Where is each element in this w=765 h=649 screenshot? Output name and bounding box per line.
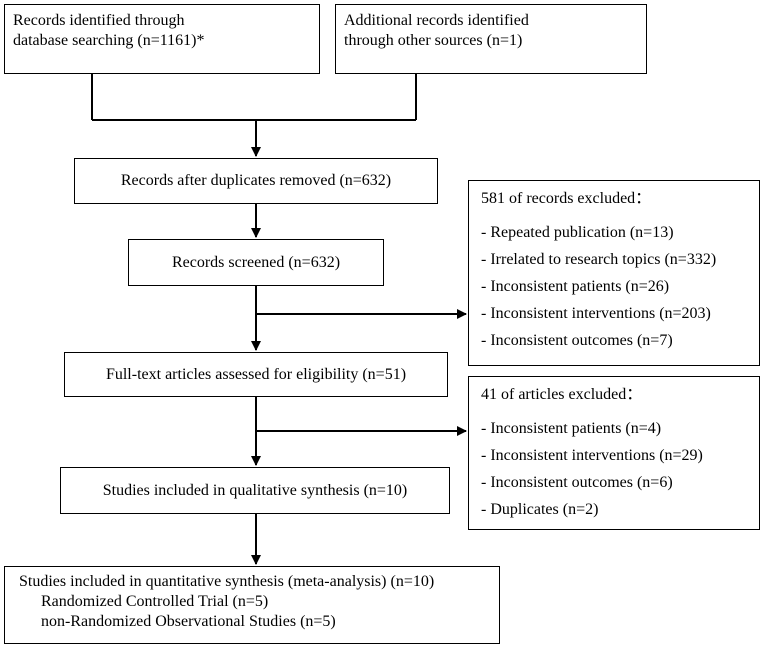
box-other-line-2: through other sources (n=1) (344, 32, 523, 49)
box-records-excluded: 581 of records excluded： - Repeated publ… (468, 180, 760, 366)
records-excluded-heading: 581 of records excluded： (481, 190, 652, 207)
box-other-line-1: Additional records identified (344, 12, 529, 29)
box-full-text: Full-text articles assessed for eligibil… (64, 352, 448, 397)
box-database-line-2: database searching (n=1161)* (13, 32, 205, 49)
list-item: - Irrelated to research topics (n=332) (481, 251, 717, 268)
box-screened-text: Records screened (n=632) (171, 253, 341, 271)
box-other-sources: Additional records identified through ot… (335, 4, 647, 74)
box-quantitative-rct: Randomized Controlled Trial (n=5) (41, 593, 269, 610)
box-qualitative-synthesis: Studies included in qualitative synthesi… (60, 467, 450, 514)
box-full-text-text: Full-text articles assessed for eligibil… (105, 365, 407, 383)
box-quantitative-nonrct: non-Randomized Observational Studies (n=… (41, 613, 336, 630)
list-item: - Duplicates (n=2) (481, 501, 599, 518)
box-qualitative-text: Studies included in qualitative synthesi… (102, 481, 408, 499)
articles-excluded-list: - Inconsistent patients (n=4) - Inconsis… (481, 419, 749, 520)
box-duplicates-removed: Records after duplicates removed (n=632) (74, 158, 438, 204)
list-item: - Inconsistent interventions (n=29) (481, 447, 703, 464)
list-item: - Inconsistent interventions (n=203) (481, 305, 711, 322)
list-item: - Repeated publication (n=13) (481, 224, 674, 241)
list-item: - Inconsistent patients (n=26) (481, 278, 670, 295)
box-records-screened: Records screened (n=632) (128, 239, 384, 286)
box-quantitative-synthesis: Studies included in quantitative synthes… (4, 566, 500, 644)
box-database-line-1: Records identified through (13, 12, 185, 29)
list-item: - Inconsistent outcomes (n=6) (481, 474, 673, 491)
list-item: - Inconsistent outcomes (n=7) (481, 332, 673, 349)
records-excluded-list: - Repeated publication (n=13) - Irrelate… (481, 223, 749, 351)
box-articles-excluded: 41 of articles excluded： - Inconsistent … (468, 376, 760, 530)
box-database-searching: Records identified through database sear… (4, 4, 320, 74)
box-duplicates-text: Records after duplicates removed (n=632) (120, 172, 392, 189)
box-quantitative-title: Studies included in quantitative synthes… (19, 573, 435, 590)
articles-excluded-heading: 41 of articles excluded： (481, 386, 643, 403)
list-item: - Inconsistent patients (n=4) (481, 420, 662, 437)
